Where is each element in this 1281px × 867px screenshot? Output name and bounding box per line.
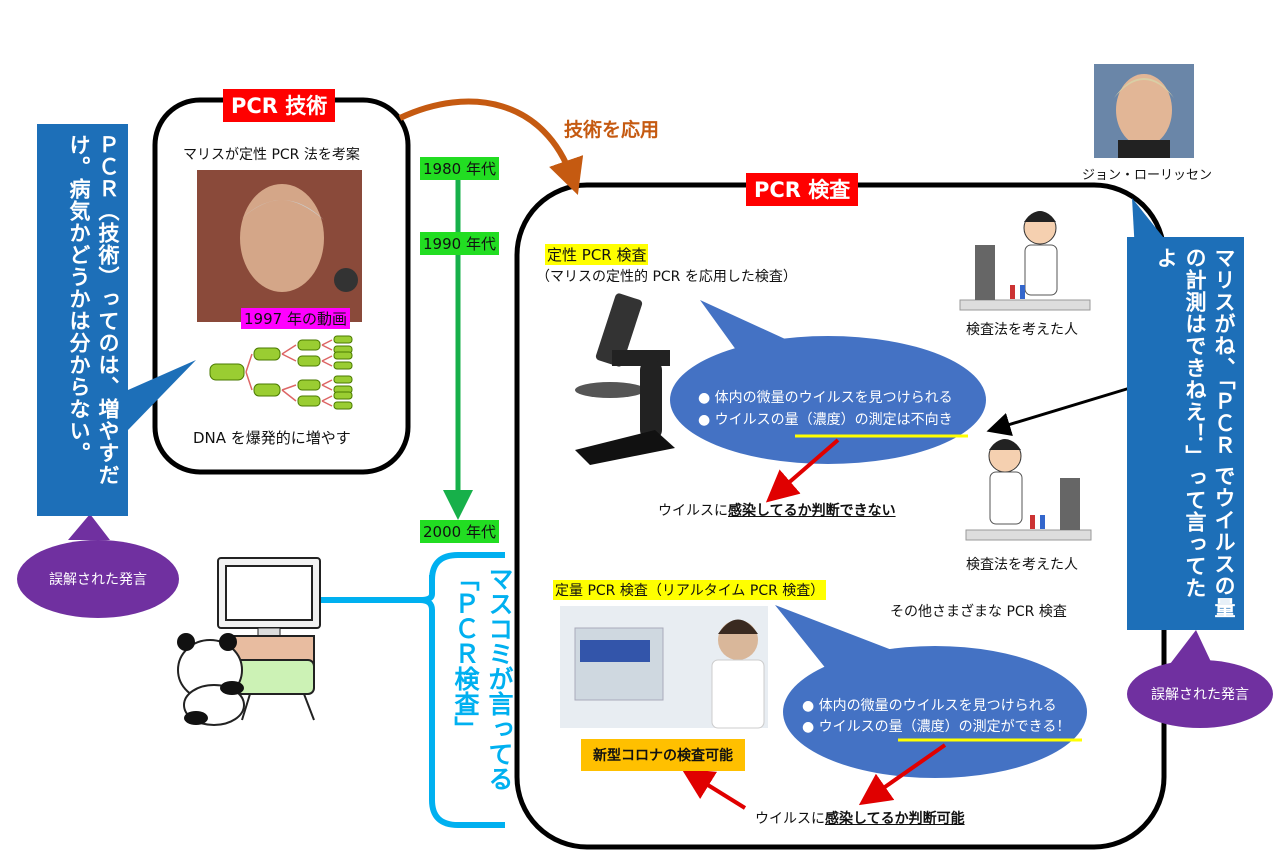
quant-title: 定量 PCR 検査（リアルタイム PCR 検査） (553, 580, 827, 600)
person-name: ジョン・ローリッセン (1082, 168, 1213, 183)
timeline-1980: 1980 年代 (420, 157, 499, 180)
corona-label: 新型コロナの検査可能 (581, 739, 745, 771)
tv-panda-illustration (177, 557, 321, 726)
person-photo (1094, 64, 1194, 158)
left-callout: ＰＣＲ（技術）ってのは、増やすだけ。病気かどうかは分からない。 (37, 124, 128, 516)
callout-black-arrow (986, 386, 1131, 437)
quant-bubble-line2: ● ウイルスの量（濃度）の測定ができる！ (802, 719, 1071, 735)
corona-red-arrow (681, 768, 747, 810)
pcr-tech-subtitle: マリスが定性 PCR 法を考案 (183, 147, 360, 163)
qual-title: 定性 PCR 検査 (545, 244, 649, 265)
qual-bubble (670, 336, 986, 464)
qual-bubble-line1: ● 体内の微量のウイルスを見つけられる (698, 390, 953, 406)
scientist-2-illustration (965, 439, 1092, 541)
timeline-2000: 2000 年代 (420, 520, 499, 543)
pcr-tech-title: PCR 技術 (223, 89, 336, 122)
quant-bubble-line1: ● 体内の微量のウイルスを見つけられる (802, 698, 1057, 714)
apply-arrow-label: 技術を応用 (564, 119, 660, 141)
other-tests: その他さまざまな PCR 検査 (890, 604, 1067, 620)
inventor-label-2: 検査法を考えた人 (966, 557, 1078, 573)
pcr-test-title: PCR 検査 (746, 173, 859, 206)
qual-result: ウイルスに感染してるか判断できない (658, 503, 896, 519)
quant-red-arrow (858, 743, 947, 806)
qual-subtitle: （マリスの定性的 PCR を応用した検査） (536, 269, 797, 285)
scientist-1-illustration (959, 211, 1091, 311)
right-callout: マリスがね、「ＰＣＲ でウイルスの量の計測はできねえ！」って言ってたよ (1127, 237, 1244, 630)
microscope-illustration (575, 293, 675, 465)
media-label: マスコミが言ってる「ＰＣＲ検査」 (451, 566, 514, 791)
inventor-label-1: 検査法を考えた人 (966, 322, 1078, 338)
misunderstood-right: 誤解された発言 (1127, 660, 1273, 728)
misunderstood-left: 誤解された発言 (17, 540, 179, 618)
lab-photo (560, 606, 768, 729)
qual-red-arrow (765, 438, 840, 503)
qual-bubble-line2: ● ウイルスの量（濃度）の測定は不向き (698, 412, 953, 428)
apply-arrow (398, 98, 584, 196)
media-brace (318, 552, 505, 828)
mullis-photo (197, 170, 362, 322)
quant-result: ウイルスに感染してるか判断可能 (755, 811, 965, 827)
dna-caption: DNA を爆発的に増やす (193, 429, 351, 447)
dna-amplify-illustration (209, 335, 353, 410)
timeline-1990: 1990 年代 (420, 232, 499, 255)
left-callout-tail (128, 360, 196, 430)
quant-bubble (783, 646, 1087, 778)
photo-caption: 1997 年の動画 (241, 308, 350, 329)
